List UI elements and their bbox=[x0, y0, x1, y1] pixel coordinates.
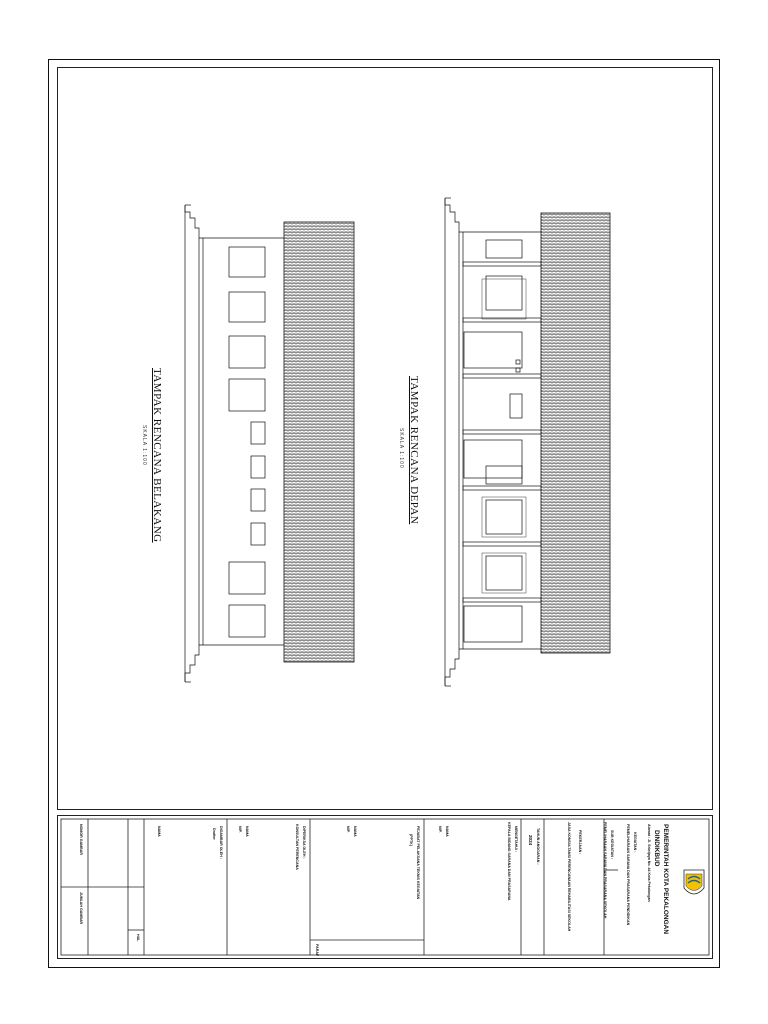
mengetahui-label: MENGETAHUI : bbox=[514, 826, 518, 853]
rear-elevation-title: TAMPAK RENCANA BELAKANG bbox=[151, 368, 163, 543]
pekerjaan-value: JASA KONSULTANSI PERENCANAAN REHABILITAS… bbox=[567, 822, 571, 932]
pptk-abbr: (PPTK) bbox=[409, 834, 413, 846]
tahun-value: 2024 bbox=[528, 835, 533, 846]
signer2-name: NAMA bbox=[353, 826, 357, 837]
rear-elevation bbox=[184, 204, 355, 683]
sheet-outer-border bbox=[48, 59, 720, 968]
agency-sub: DINDIKBUD bbox=[653, 830, 660, 867]
rear-elevation-scale: SKALA 1:100 bbox=[141, 425, 147, 466]
agency-name: PEMERINTAH KOTA PEKALONGAN bbox=[662, 824, 669, 935]
kegiatan-value: PEMELIHARAAN SARANA DAN PRASARANA PENDID… bbox=[626, 824, 630, 926]
signer3-name: NAMA bbox=[245, 826, 249, 837]
signer2-nip: NIP. bbox=[346, 826, 350, 833]
signer3-nip: NIP. bbox=[238, 826, 242, 833]
mengetahui-role: KEPALA BIDANG SARANA DAN PRASARANA bbox=[507, 822, 511, 901]
konsultan-role: KONSULTAN PERENCANA bbox=[295, 824, 299, 870]
kegiatan-label: KEGIATAN : bbox=[633, 832, 637, 853]
pekerjaan-label: PEKERJAAN : bbox=[578, 830, 582, 855]
nomor-gambar-label: NOMOR GAMBAR bbox=[79, 824, 83, 855]
sheet-label: HAL bbox=[136, 934, 140, 942]
konsultan-label: DIPERIKSA OLEH : bbox=[302, 826, 306, 859]
front-elevation-title: TAMPAK RENCANA DEPAN bbox=[408, 376, 420, 525]
title-block-grid bbox=[60, 818, 710, 956]
jumlah-gambar-label: JUMLAH GAMBAR bbox=[79, 892, 83, 925]
drawn-by-label: DIGAMBAR OLEH : bbox=[219, 826, 223, 859]
agency-address: Alamat : Jl. Sriwijaya No. 44 Kota Pekal… bbox=[647, 824, 651, 902]
paraf-label: PARAF bbox=[315, 944, 319, 957]
signer4-name: NAMA bbox=[157, 826, 161, 837]
signer1-nip: NIP. bbox=[438, 826, 442, 833]
sub-kegiatan-value: PEMELIHARAAN SARANA DAN PRASARANA SEKOLA… bbox=[603, 822, 607, 919]
tahun-label: TAHUN ANGGARAN : bbox=[536, 828, 540, 865]
sub-kegiatan-label: SUB KEGIATAN : bbox=[610, 830, 614, 860]
signer1-name: NAMA bbox=[445, 826, 449, 837]
front-elevation bbox=[444, 197, 611, 687]
city-logo bbox=[683, 869, 705, 895]
pptk-role: PEJABAT PELAKSANA TEKNIS KEGIATAN bbox=[416, 826, 420, 900]
title-block bbox=[57, 815, 713, 959]
drawing-area bbox=[57, 67, 713, 810]
drafter-role: Drafter bbox=[212, 828, 216, 840]
front-elevation-scale: SKALA 1:100 bbox=[398, 428, 404, 469]
